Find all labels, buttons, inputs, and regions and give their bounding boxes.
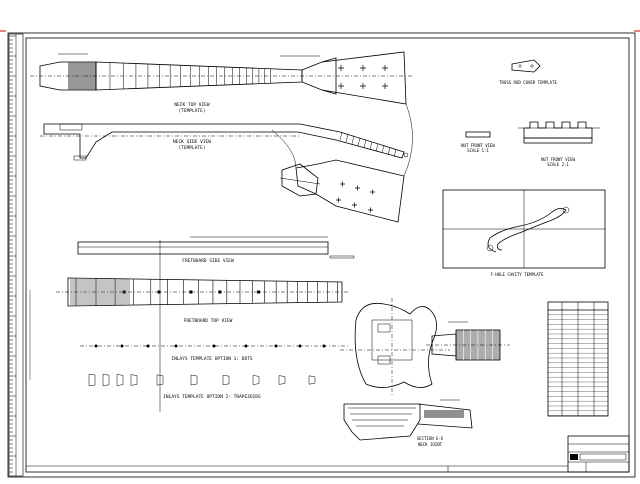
side-fret-mark: [345, 133, 349, 142]
section-subtitle: NECK JOINT: [418, 442, 443, 447]
inlay-trapezoid: [102, 373, 110, 387]
heel-detail: [426, 321, 510, 361]
fret-table: [547, 301, 609, 417]
side-fret-mark: [351, 135, 355, 144]
fretboard-top-view: [56, 277, 350, 307]
nut-front-view-small: [465, 131, 491, 138]
neck-side-title: NECK SIDE VIEW: [173, 139, 211, 145]
fretboard-inlay-marker: [122, 290, 126, 294]
inlay-dot: [146, 344, 150, 348]
nut-front-view-large: [518, 121, 600, 144]
side-fret-mark: [375, 143, 379, 152]
fretboard-inlay-marker: [218, 290, 222, 294]
fhole-title: F-HOLE CAVITY TEMPLATE: [491, 272, 545, 277]
inlay-trapezoid: [116, 374, 124, 386]
neck-top-title: NECK TOP VIEW: [174, 102, 210, 108]
fretboard-side-view: [77, 236, 355, 412]
side-fret-mark: [357, 137, 361, 146]
neck-side-subtitle: (TEMPLATE): [178, 145, 205, 151]
nut-front-title: NUT FRONT VIEW: [461, 143, 495, 148]
section-title: SECTION E-E: [417, 436, 444, 441]
inlay-trapezoid: [130, 374, 138, 386]
side-fret-mark: [369, 141, 373, 150]
fretboard-inlay-marker: [157, 290, 161, 294]
neck-top-view: [30, 51, 412, 105]
inlay-trapezoid: [252, 375, 260, 385]
fhole-template: [442, 189, 606, 269]
inlay-dot: [120, 344, 124, 348]
inlays-trapezoids: [88, 373, 316, 387]
inlays2-title: INLAYS TEMPLATE OPTION 2: TRAPEZOIDS: [163, 394, 261, 400]
inlay-trapezoid: [88, 373, 96, 387]
inlay-dot: [274, 344, 278, 348]
side-fret-mark: [381, 145, 385, 154]
neck-top-subtitle: (TEMPLATE): [178, 108, 205, 114]
inlay-trapezoid: [308, 375, 316, 385]
inlay-dot: [174, 344, 178, 348]
bottom-strip: [26, 465, 568, 472]
fb-top-title: FRETBOARD TOP VIEW: [184, 318, 233, 324]
inner-border: [25, 37, 630, 473]
side-fret-mark: [387, 147, 391, 156]
fretboard-inlay-marker: [257, 290, 261, 294]
neck-side-view: [40, 123, 409, 161]
inlay-trapezoid: [190, 374, 198, 386]
inlays1-title: INLAYS TEMPLATE OPTION 1: DOTS: [171, 356, 253, 362]
fb-side-title: FRETBOARD SIDE VIEW: [182, 258, 234, 264]
body-detail: [340, 298, 450, 396]
outer-border: [7, 32, 636, 478]
side-fret-mark: [363, 139, 367, 148]
inlays-dots: [80, 344, 350, 348]
inlay-dot: [94, 344, 98, 348]
fretboard-inlay-marker: [189, 290, 193, 294]
left-ruler: [8, 33, 24, 477]
section-ee: [343, 399, 473, 441]
headstock-angled-view: [271, 103, 413, 223]
inlay-dot: [322, 344, 326, 348]
nut-front2-scale: SCALE 2:1: [547, 162, 569, 167]
inlay-dot: [212, 344, 216, 348]
inlay-trapezoid: [278, 375, 286, 385]
side-fret-mark: [393, 149, 397, 158]
nut-front2-title: NUT FRONT VIEW: [541, 157, 575, 162]
truss-rod-title: TRUSS ROD COVER TEMPLATE: [499, 80, 557, 85]
truss-rod-cover: [511, 59, 541, 73]
title-block: [567, 435, 630, 473]
side-fret-mark: [339, 131, 343, 141]
nut-front-scale: SCALE 1:1: [467, 148, 489, 153]
inlay-trapezoid: [222, 374, 230, 386]
inlay-dot: [298, 344, 302, 348]
inlay-trapezoid: [156, 374, 164, 386]
inlay-dot: [244, 344, 248, 348]
